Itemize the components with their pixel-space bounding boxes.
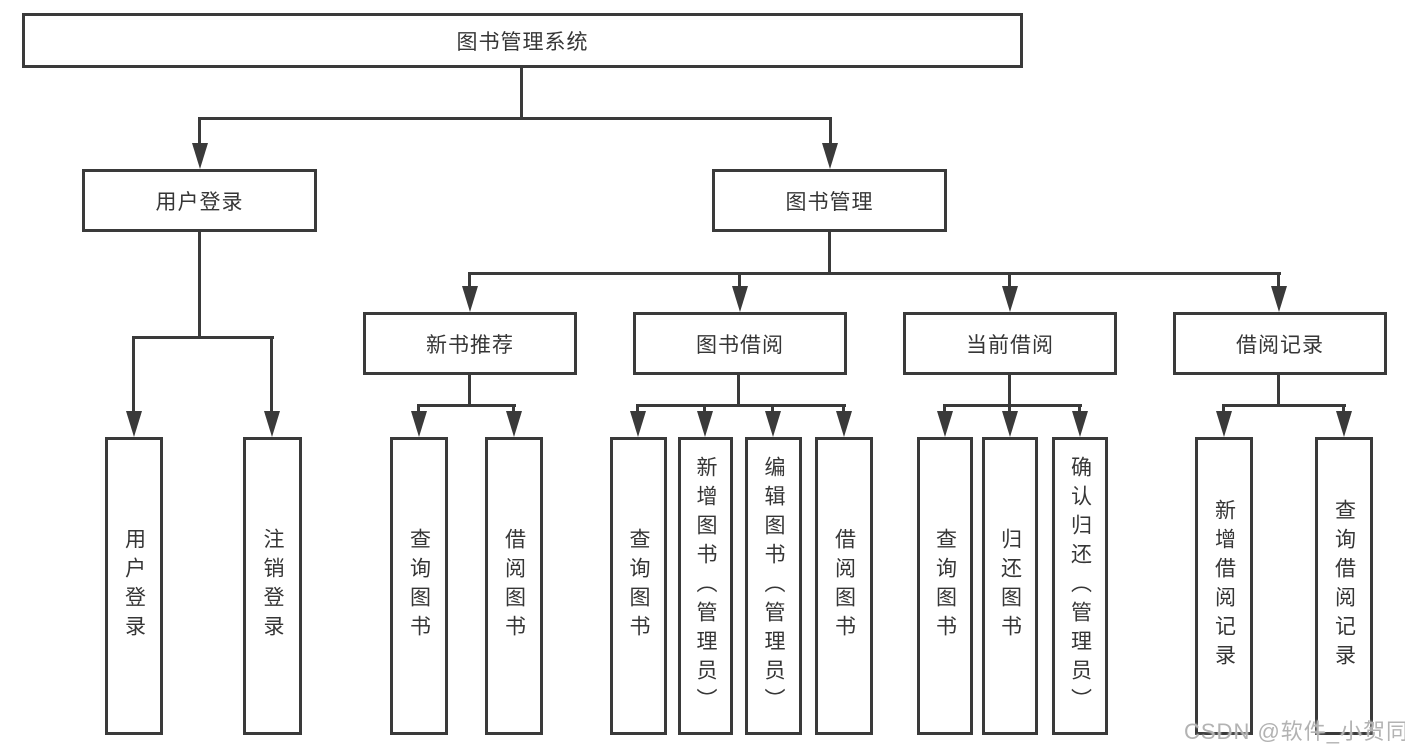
connector-book-mgmt-rail <box>469 272 1281 275</box>
connector-root-right-drop <box>829 117 832 147</box>
leaf-return-book: 归还图书 <box>982 437 1038 735</box>
connector-user-login-drop-2 <box>270 336 273 414</box>
arrow-down-icon <box>732 286 748 312</box>
leaf-user-login: 用户登录 <box>105 437 163 735</box>
connector-newrec-stem <box>468 375 471 404</box>
node-user-login: 用户登录 <box>82 169 317 232</box>
connector-borrow-drop-2 <box>703 404 706 416</box>
leaf-add-borrow-record: 新增借阅记录 <box>1195 437 1253 735</box>
connector-current-stem <box>1008 375 1011 404</box>
arrow-down-icon <box>462 286 478 312</box>
node-current-borrow-label: 当前借阅 <box>966 333 1054 357</box>
csdn-watermark: CSDN @软件_小贺同学 <box>1184 719 1405 744</box>
connector-current-rail <box>943 404 1082 407</box>
leaf-borrow-query-book: 查询图书 <box>610 437 667 735</box>
connector-records-rail <box>1222 404 1346 407</box>
arrow-down-icon <box>937 411 953 437</box>
connector-borrow-drop-4 <box>842 404 845 416</box>
leaf-newrec-borrow-book-label: 借阅图书 <box>502 528 526 644</box>
arrow-down-icon <box>697 411 713 437</box>
arrow-down-icon <box>1072 411 1088 437</box>
connector-records-stem <box>1277 375 1280 404</box>
leaf-query-borrow-record: 查询借阅记录 <box>1315 437 1373 735</box>
arrow-down-icon <box>630 411 646 437</box>
connector-borrow-drop-1 <box>636 404 639 416</box>
node-book-borrow: 图书借阅 <box>633 312 847 375</box>
node-new-book-recommend: 新书推荐 <box>363 312 577 375</box>
leaf-current-query-book-label: 查询图书 <box>933 528 957 644</box>
arrow-down-icon <box>836 411 852 437</box>
leaf-current-query-book: 查询图书 <box>917 437 973 735</box>
connector-newrec-drop-2 <box>512 404 515 416</box>
leaf-return-book-label: 归还图书 <box>998 528 1022 644</box>
leaf-query-borrow-record-label: 查询借阅记录 <box>1332 499 1356 673</box>
connector-book-mgmt-stem <box>828 232 831 272</box>
arrow-down-icon <box>411 411 427 437</box>
connector-root-stem <box>520 68 523 118</box>
arrow-down-icon <box>126 411 142 437</box>
leaf-newrec-query-book-label: 查询图书 <box>407 528 431 644</box>
node-borrow-records: 借阅记录 <box>1173 312 1387 375</box>
leaf-user-login-label: 用户登录 <box>122 528 146 644</box>
leaf-newrec-borrow-book: 借阅图书 <box>485 437 543 735</box>
leaf-add-borrow-record-label: 新增借阅记录 <box>1212 499 1236 673</box>
connector-records-drop-2 <box>1342 404 1345 416</box>
connector-user-login-rail <box>133 336 274 339</box>
connector-newrec-rail <box>417 404 516 407</box>
connector-book-mgmt-drop-2 <box>738 272 741 290</box>
connector-records-drop-1 <box>1222 404 1225 416</box>
leaf-edit-book-admin-label: 编辑图书（管理员） <box>762 455 785 717</box>
connector-current-drop-2 <box>1008 404 1011 416</box>
leaf-logout-label: 注销登录 <box>261 528 284 644</box>
node-user-login-label: 用户登录 <box>155 190 244 214</box>
connector-book-mgmt-drop-1 <box>468 272 471 290</box>
node-book-management-label: 图书管理 <box>785 190 874 214</box>
node-current-borrow: 当前借阅 <box>903 312 1117 375</box>
node-root: 图书管理系统 <box>22 13 1023 68</box>
node-new-book-recommend-label: 新书推荐 <box>426 333 514 357</box>
connector-borrow-drop-3 <box>771 404 774 416</box>
leaf-borrow-book-label: 借阅图书 <box>832 528 856 644</box>
connector-book-mgmt-drop-4 <box>1277 272 1280 290</box>
arrow-down-icon <box>264 411 280 437</box>
leaf-borrow-query-book-label: 查询图书 <box>627 528 650 644</box>
arrow-down-icon <box>506 411 522 437</box>
arrow-down-icon <box>1002 286 1018 312</box>
arrow-down-icon <box>822 143 838 169</box>
leaf-logout: 注销登录 <box>243 437 302 735</box>
connector-newrec-drop-1 <box>417 404 420 416</box>
arrow-down-icon <box>1336 411 1352 437</box>
arrow-down-icon <box>1271 286 1287 312</box>
connector-user-login-drop-1 <box>132 336 135 414</box>
connector-borrow-stem <box>737 375 740 404</box>
connector-borrow-rail <box>636 404 846 407</box>
leaf-confirm-return-admin-label: 确认归还（管理员） <box>1068 455 1092 717</box>
leaf-confirm-return-admin: 确认归还（管理员） <box>1052 437 1108 735</box>
connector-current-drop-3 <box>1078 404 1081 416</box>
leaf-add-book-admin: 新增图书（管理员） <box>678 437 733 735</box>
node-borrow-records-label: 借阅记录 <box>1236 333 1324 357</box>
leaf-borrow-book: 借阅图书 <box>815 437 873 735</box>
arrow-down-icon <box>192 143 208 169</box>
arrow-down-icon <box>765 411 781 437</box>
leaf-newrec-query-book: 查询图书 <box>390 437 448 735</box>
arrow-down-icon <box>1002 411 1018 437</box>
node-root-label: 图书管理系统 <box>456 30 589 54</box>
connector-root-rail <box>199 117 832 120</box>
connector-user-login-stem <box>198 232 201 336</box>
node-book-borrow-label: 图书借阅 <box>696 333 784 357</box>
leaf-edit-book-admin: 编辑图书（管理员） <box>745 437 802 735</box>
arrow-down-icon <box>1216 411 1232 437</box>
leaf-add-book-admin-label: 新增图书（管理员） <box>694 455 717 717</box>
connector-root-left-drop <box>198 117 201 147</box>
connector-current-drop-1 <box>943 404 946 416</box>
connector-book-mgmt-drop-3 <box>1008 272 1011 290</box>
node-book-management: 图书管理 <box>712 169 947 232</box>
